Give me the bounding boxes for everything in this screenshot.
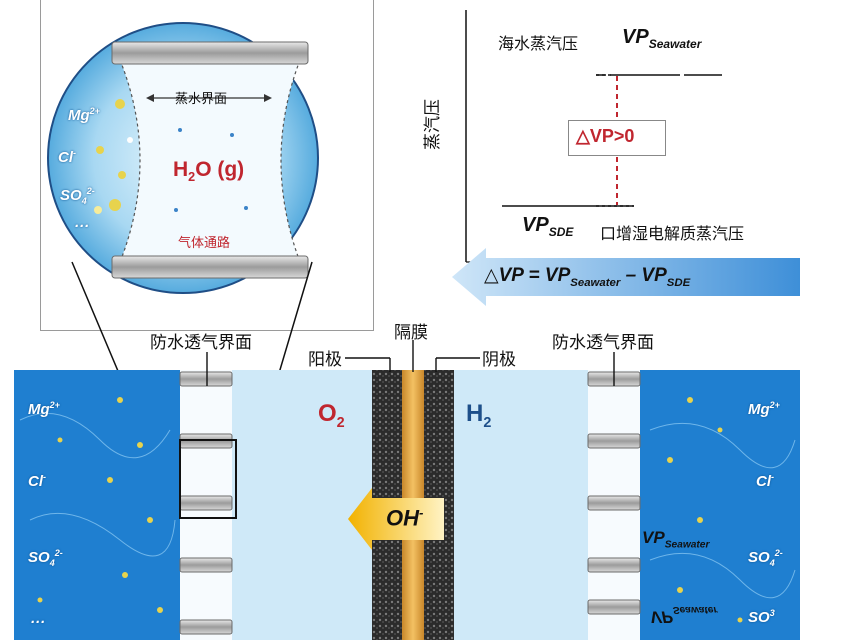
right-ion-so3: SO3 [748, 608, 775, 626]
delta-arrow [452, 248, 800, 306]
right-vp-seawater: VPSeawater [642, 528, 710, 551]
right-vp-mirrored: VPSeawater [650, 604, 718, 627]
top-plate [111, 41, 309, 65]
sde-vp-text: 口增湿电解质蒸汽压 [600, 224, 745, 243]
vp-sde-label: VPSDE [522, 214, 574, 239]
cathode-label: 阴极 [482, 350, 516, 370]
gas-path-label: 气体通路 [178, 236, 231, 251]
left-ion-cl: Cl- [28, 472, 46, 490]
right-ion-mg: Mg2+ [748, 400, 780, 418]
left-interface-label: 防水透气界面 [150, 333, 252, 353]
inset-ion-mg: Mg2+ [68, 106, 100, 124]
h2-label: H2 [466, 400, 492, 431]
left-interface-column [179, 371, 233, 635]
left-ion-so4: SO42- [28, 548, 63, 568]
interface-label: 蒸水界面 [175, 92, 228, 107]
delta-vp-box [568, 120, 666, 156]
inset-ion-cl: Cl- [58, 148, 76, 166]
right-ion-cl: Cl- [756, 472, 774, 490]
anode-label: 阳极 [308, 350, 342, 370]
left-seawater [14, 370, 180, 640]
inset-ion-dots: ··· [74, 218, 89, 235]
magnified-window [179, 439, 237, 519]
y-axis-label: 蒸汽压 [423, 99, 443, 150]
vp-seawater-label: VPSeawater [622, 26, 702, 51]
right-interface-label: 防水透气界面 [552, 333, 654, 353]
right-seawater [640, 370, 800, 640]
o2-label: O2 [318, 400, 345, 431]
delta-vp-text: △VP>0 [576, 126, 635, 146]
delta-equation: △VP = VPSeawater – VPSDE [484, 265, 691, 289]
inset-ion-so4: SO42- [60, 186, 95, 206]
h2o-gas-label: H2O (g) [173, 158, 245, 185]
left-ion-mg: Mg2+ [28, 400, 60, 418]
vapor-channel [120, 60, 300, 262]
seawater-vp-text: 海水蒸汽压 [498, 34, 579, 53]
bottom-plate [111, 255, 309, 279]
oh-label: OH- [386, 505, 424, 531]
membrane-label: 隔膜 [394, 323, 428, 343]
right-ion-so4: SO42- [748, 548, 783, 568]
left-ion-dots: ··· [30, 614, 45, 631]
oh-arrow [348, 488, 444, 550]
